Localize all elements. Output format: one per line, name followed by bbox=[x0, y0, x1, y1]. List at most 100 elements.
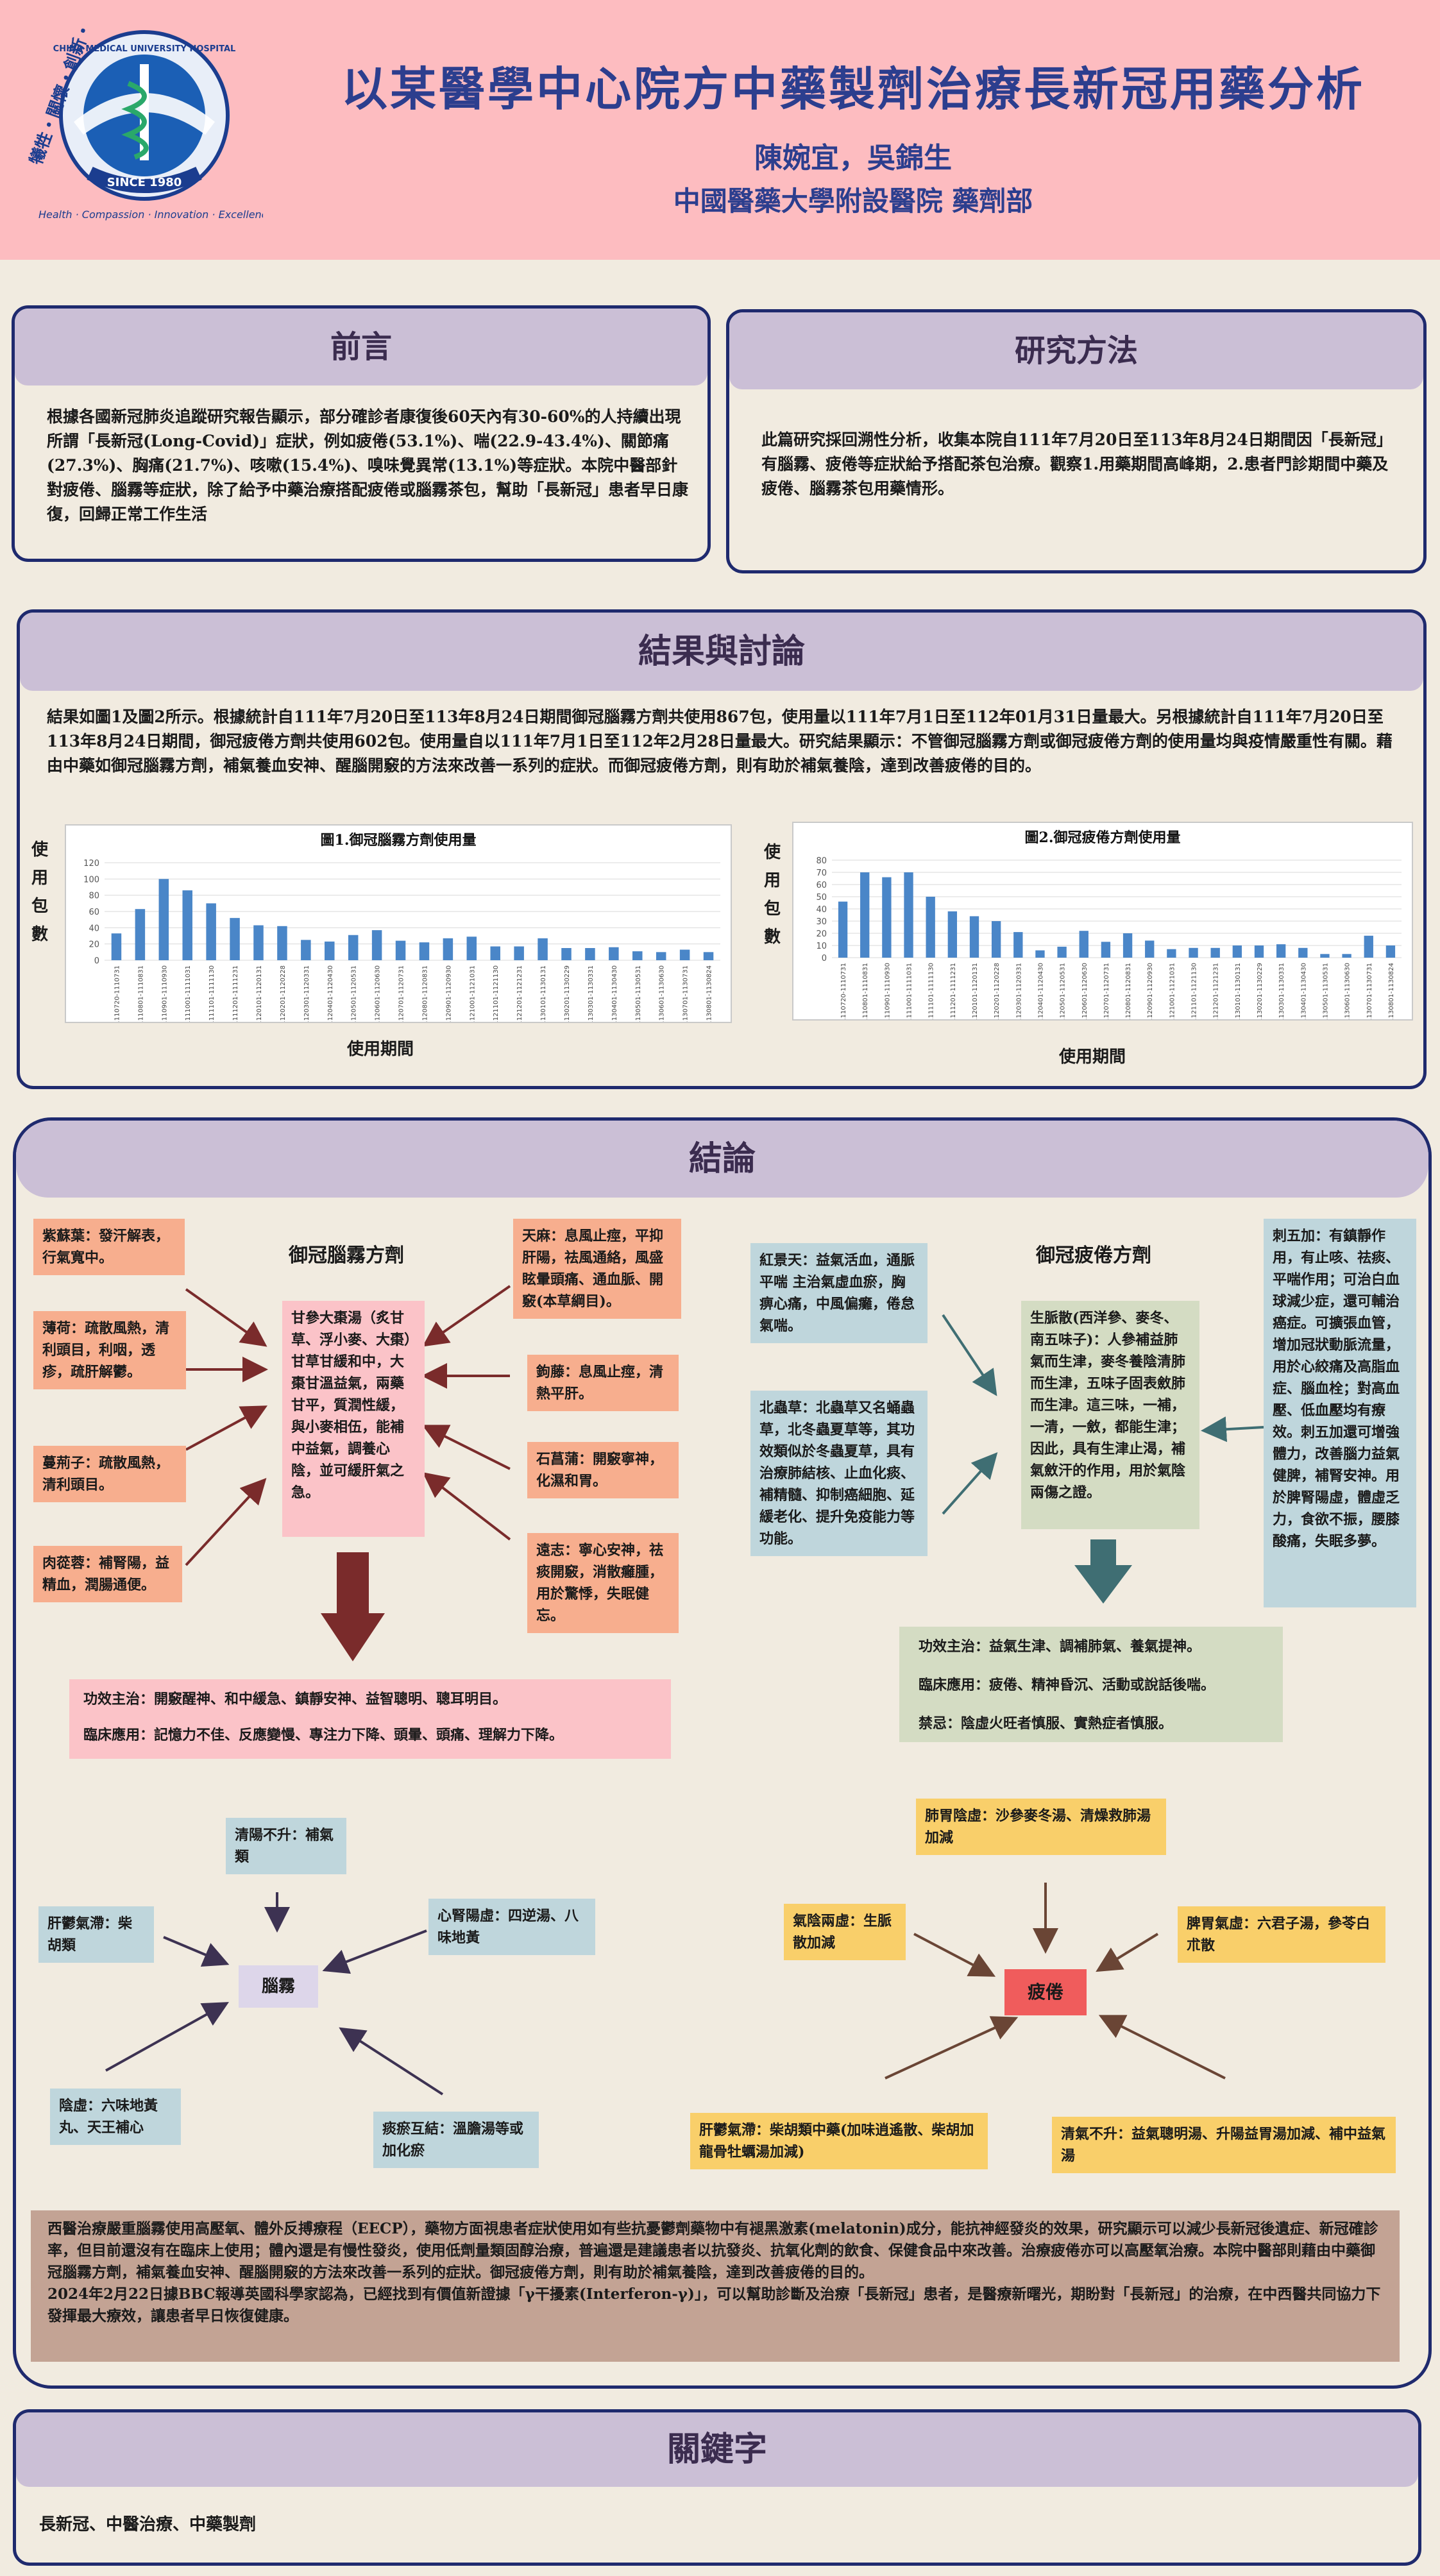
svg-text:CHINA MEDICAL UNIVERSITY HOSPI: CHINA MEDICAL UNIVERSITY HOSPITAL bbox=[53, 44, 236, 54]
methods-text: 此篇研究採回溯性分析，收集本院自111年7月20日至113年8月24日期間因「長… bbox=[761, 430, 1393, 498]
chart1-xtick: 1130601-1130630 bbox=[659, 965, 666, 1022]
brainfog-map-center: 腦霧 bbox=[239, 1965, 318, 2008]
fatigue-right-herb: 刺五加：有鎮靜作用，有止咳、祛痰、平喘作用；可治白血球減少症，還可輔治癌症。可擴… bbox=[1264, 1219, 1416, 1607]
intro-panel: 前言 根據各國新冠肺炎追蹤研究報告顯示，部分確診者康復後60天內有30-60%的… bbox=[12, 305, 711, 562]
chart1-xlabel: 使用期間 bbox=[347, 1040, 414, 1059]
chart1-xtick: 1120101-1120131 bbox=[256, 965, 263, 1022]
chart2-xtick: 1120801-1120831 bbox=[1125, 963, 1132, 1019]
chart1-xtick: 1110901-1110930 bbox=[161, 965, 168, 1022]
chart2-xtick: 1121001-1121031 bbox=[1169, 963, 1176, 1019]
chart1-xtick: 1111001-1111031 bbox=[185, 965, 192, 1022]
chart1-bar bbox=[253, 925, 264, 960]
chart2-bar bbox=[860, 872, 870, 958]
brainfog-left-herb-1: 紫蘇葉：發汗解表，行氣寬中。 bbox=[33, 1219, 185, 1275]
summary-paragraph-1: 西醫治療嚴重腦霧使用高壓氧、體外反搏療程（EECP），藥物方面視患者症狀使用如有… bbox=[47, 2220, 1378, 2281]
brainfog-effect: 功效主治：開竅醒神、和中緩急、鎮靜安神、益智聰明、聰耳明目。 bbox=[83, 1691, 507, 1707]
chart1-bar bbox=[490, 946, 500, 960]
chart1-xtick: 1130301-1130331 bbox=[588, 965, 595, 1022]
chart1-bar bbox=[182, 890, 192, 960]
chart2-xtick: 1130701-1130731 bbox=[1366, 963, 1373, 1019]
fatigue-title: 御冠疲倦方劑 bbox=[1036, 1244, 1151, 1267]
chart2-bar bbox=[1320, 954, 1330, 958]
chart2-xtick: 1121101-1121130 bbox=[1191, 963, 1198, 1019]
chart2-ytick: 50 bbox=[816, 893, 827, 902]
chart1-ytick: 40 bbox=[89, 924, 99, 933]
chart1-xtick: 1121101-1121130 bbox=[493, 965, 500, 1022]
chart1-xtick: 1130401-1130430 bbox=[611, 965, 618, 1022]
chart1-xtick: 1120301-1120331 bbox=[303, 965, 310, 1022]
keywords-text: 長新冠、中醫治療、中藥製劑 bbox=[39, 2515, 257, 2534]
brainfog-right-herb-2: 鉤藤：息風止痙，清熱平肝。 bbox=[527, 1355, 679, 1411]
chart2-xtick: 1121201-1121231 bbox=[1213, 963, 1220, 1019]
chart2-bar bbox=[1013, 932, 1023, 958]
fatigue-map-item-1: 肺胃陰虛：沙參麥冬湯、清燥救肺湯加減 bbox=[916, 1799, 1166, 1855]
affiliation: 中國醫藥大學附設醫院 藥劑部 bbox=[673, 185, 1033, 217]
chart2-xtick: 1120501-1120531 bbox=[1060, 963, 1067, 1019]
chart1-bar bbox=[514, 946, 524, 960]
chart2-bar bbox=[904, 872, 913, 958]
chart2-ytick: 0 bbox=[822, 954, 827, 963]
chart1-xtick: 1120701-1120731 bbox=[398, 965, 405, 1022]
fatigue-effect-box: 功效主治：益氣生津、調補肺氣、養氣提神。 臨床應用：疲倦、精神昏沉、活動或說話後… bbox=[899, 1627, 1283, 1742]
chart2-svg: 圖2.御冠疲倦方劑使用量010203040506070801110720-111… bbox=[816, 829, 1402, 1022]
chart1-bar bbox=[277, 926, 287, 960]
fatigue-contra: 禁忌：陰虛火旺者慎服、實熱症者慎服。 bbox=[919, 1715, 1173, 1732]
results-text: 結果如圖1及圖2所示。根據統計自111年7月20日至113年8月24日期間御冠腦… bbox=[47, 708, 1393, 775]
chart1-xtick: 1130101-1130131 bbox=[540, 965, 547, 1022]
svg-text:SINCE 1980: SINCE 1980 bbox=[107, 176, 182, 189]
chart2-xtick: 1110720-1110731 bbox=[840, 963, 847, 1019]
chart2-ytick: 30 bbox=[816, 917, 827, 927]
chart2-xtick: 1120301-1120331 bbox=[1015, 963, 1022, 1019]
chart1-bar bbox=[395, 940, 406, 960]
chart2-xtick: 1111201-1111231 bbox=[950, 963, 957, 1019]
chart2-bar bbox=[1232, 945, 1242, 958]
fatigue-usage: 臨床應用：疲倦、精神昏沉、活動或說話後喘。 bbox=[919, 1677, 1216, 1693]
conclusion-summary: 西醫治療嚴重腦霧使用高壓氧、體外反搏療程（EECP），藥物方面視患者症狀使用如有… bbox=[31, 2210, 1400, 2362]
chart2-xtick: 1111101-1111130 bbox=[928, 963, 935, 1019]
chart1-bar bbox=[419, 942, 430, 960]
chart2-title: 圖2.御冠疲倦方劑使用量 bbox=[1025, 829, 1181, 846]
chart2-xtick: 1120401-1120430 bbox=[1037, 963, 1044, 1019]
chart1-xtick: 1120201-1120228 bbox=[280, 965, 287, 1022]
chart1-title: 圖1.御冠腦霧方劑使用量 bbox=[321, 832, 477, 849]
chart1-bar bbox=[206, 903, 216, 960]
chart1-ytick: 60 bbox=[89, 908, 99, 917]
chart2-bar bbox=[969, 916, 979, 958]
chart1-xtick: 1111201-1111231 bbox=[232, 965, 239, 1022]
chart1-bar bbox=[230, 918, 240, 960]
chart2-xtick: 1130101-1130131 bbox=[1235, 963, 1242, 1019]
authors: 陳婉宜，吳錦生 bbox=[754, 142, 952, 174]
chart2-bar bbox=[1189, 947, 1198, 958]
chart1-bar bbox=[538, 938, 548, 960]
chart2-ytick: 70 bbox=[816, 869, 827, 878]
chart1-bar bbox=[371, 930, 382, 960]
chart1-xtick: 1110720-1110731 bbox=[114, 965, 121, 1022]
chart1-bar bbox=[111, 933, 122, 960]
chart2-ytick: 40 bbox=[816, 905, 827, 915]
chart1-bar bbox=[135, 909, 146, 960]
chart1-xtick: 1111101-1111130 bbox=[208, 965, 216, 1022]
chart2-bar bbox=[1035, 950, 1045, 958]
chart2-bar bbox=[1167, 949, 1176, 958]
chart1-bar bbox=[348, 935, 359, 960]
brainfog-map-item-4: 陰虛：六味地黃丸、天王補心 bbox=[50, 2089, 181, 2145]
chart2-bar bbox=[1057, 946, 1067, 958]
results-panel: 結果與討論 結果如圖1及圖2所示。根據統計自111年7月20日至113年8月24… bbox=[17, 609, 1427, 1089]
chart1-xtick: 1120801-1120831 bbox=[421, 965, 428, 1022]
svg-text:Health · Compassion · Innovati: Health · Compassion · Innovation · Excel… bbox=[38, 208, 263, 221]
methods-panel: 研究方法 此篇研究採回溯性分析，收集本院自111年7月20日至113年8月24日… bbox=[726, 309, 1427, 573]
brainfog-right-herb-3: 石菖蒲：開竅寧神，化濕和胃。 bbox=[527, 1442, 679, 1498]
chart2-ytick: 10 bbox=[816, 942, 827, 951]
chart2-ytick: 60 bbox=[816, 881, 827, 890]
chart2-bar bbox=[1276, 944, 1286, 958]
brainfog-right-herb-1: 天麻：息風止痙，平抑肝陽，祛風通絡，風盛眩暈頭痛、通血脈、開竅(本草綱目)。 bbox=[513, 1219, 681, 1319]
chart1-bar bbox=[301, 940, 311, 960]
chart2-xtick: 1130401-1130430 bbox=[1300, 963, 1307, 1019]
chart2-bar bbox=[926, 897, 935, 958]
chart1-bar bbox=[585, 948, 595, 960]
chart2-bar bbox=[1254, 945, 1264, 958]
brainfog-center-formula: 甘參大棗湯（炙甘草、浮小麥、大棗）甘草甘緩和中，大棗甘溫益氣，兩藥甘平，質潤性緩… bbox=[282, 1301, 425, 1537]
chart2-ylabel: 使用包數 bbox=[763, 843, 781, 947]
chart1-ytick: 20 bbox=[89, 940, 99, 950]
